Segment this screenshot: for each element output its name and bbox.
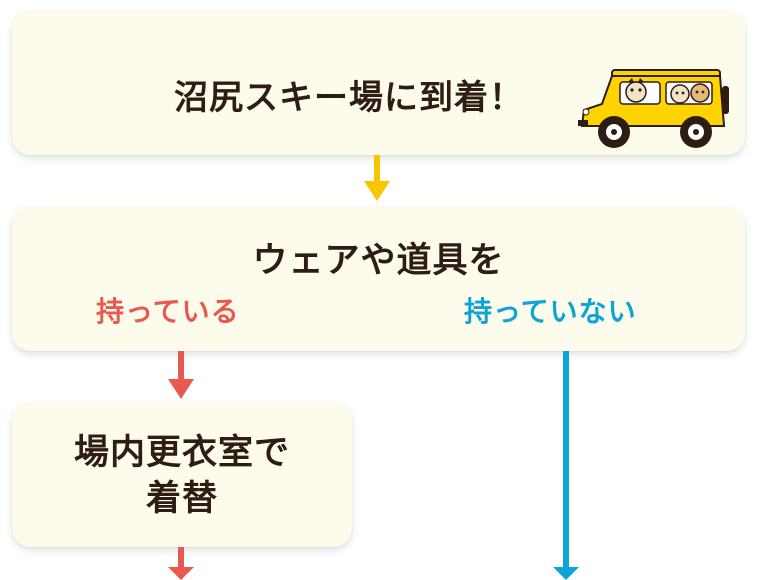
step-card-changing-room: 場内更衣室で 着替 xyxy=(12,402,352,547)
branch-label-have: 持っている xyxy=(96,295,240,328)
step-title-line2: 着替 xyxy=(145,479,218,519)
branch-label-not-have: 持っていない xyxy=(464,295,637,328)
step-card-question: ウェアや道具を 持っている 持っていない xyxy=(12,206,745,351)
step-card-arrival: 沼尻スキー場に到着！ xyxy=(12,10,745,155)
arrow-down-main xyxy=(364,155,390,201)
arrow-down-continue xyxy=(168,547,194,580)
arrow-down-not-have xyxy=(553,351,579,580)
step-title-question: ウェアや道具を xyxy=(252,241,505,281)
yellow-jeep-with-animal-mascots-icon xyxy=(578,69,729,148)
step-title-line1: 場内更衣室で xyxy=(73,433,290,473)
step-title-arrival: 沼尻スキー場に到着！ xyxy=(174,78,524,118)
step-title-changing-room: 場内更衣室で 着替 xyxy=(12,430,352,522)
arrow-down-have xyxy=(168,351,194,399)
